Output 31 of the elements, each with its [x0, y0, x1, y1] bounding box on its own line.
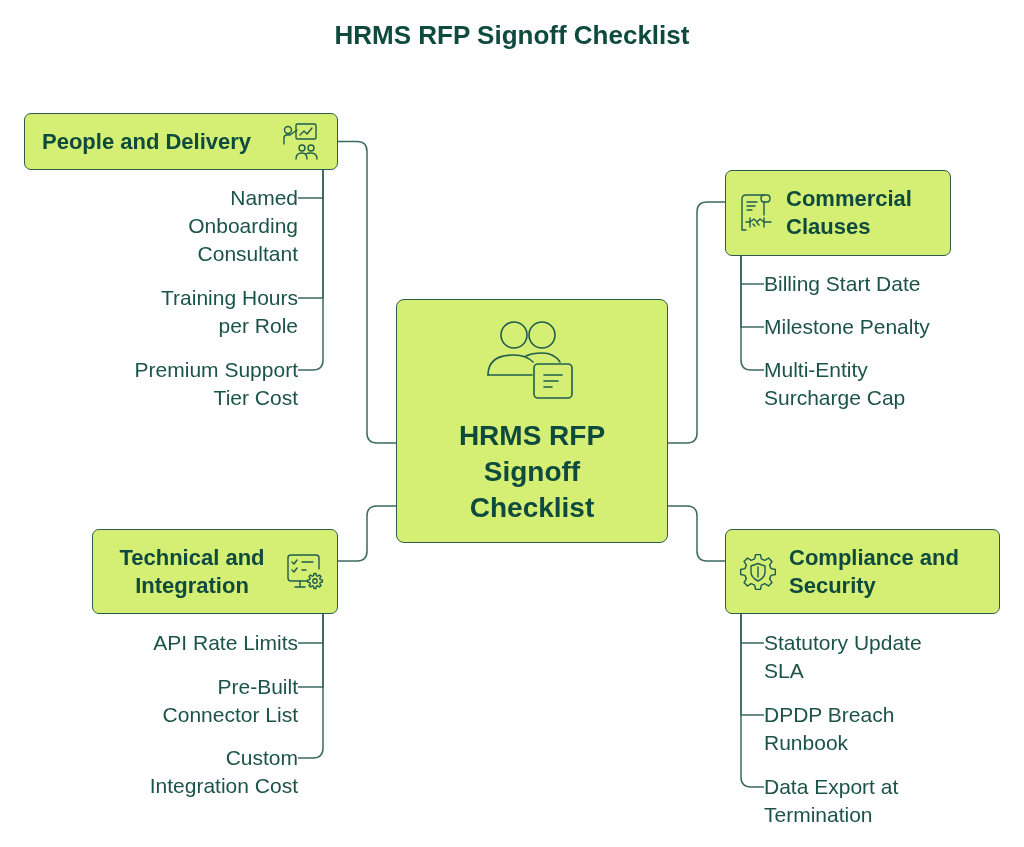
category-title: Technical and Integration [118, 543, 266, 600]
category-box [24, 113, 338, 170]
checklist-item: Pre-Built Connector List [138, 673, 298, 729]
central-topic-title: HRMS RFP Signoff Checklist [457, 419, 607, 525]
category-title: People and Delivery [42, 127, 252, 156]
connector-line [667, 201, 726, 444]
checklist-item: Multi-Entity Surcharge Cap [764, 356, 939, 412]
connector-line [740, 613, 765, 788]
connector-line [337, 505, 397, 562]
checklist-item: Named Onboarding Consultant [148, 184, 298, 268]
checklist-item: Premium Support Tier Cost [113, 356, 298, 412]
checklist-item: Billing Start Date [764, 270, 921, 298]
connector-line [740, 255, 765, 371]
category-box [725, 529, 1000, 614]
checklist-item: Data Export at Termination [764, 773, 929, 829]
checklist-item: Custom Integration Cost [133, 744, 298, 800]
category-box [725, 170, 951, 256]
central-topic-box [396, 299, 668, 543]
checklist-item: Training Hours per Role [138, 284, 298, 340]
category-title: Compliance and Security [789, 543, 960, 600]
category-title: Commercial Clauses [786, 185, 913, 241]
diagram-title: HRMS RFP Signoff Checklist [334, 19, 690, 52]
connector-line [667, 505, 726, 562]
checklist-item: Milestone Penalty [764, 313, 930, 341]
connector-line [337, 140, 397, 444]
checklist-item: Statutory Update SLA [764, 629, 944, 685]
connector-line [297, 613, 324, 759]
checklist-item: DPDP Breach Runbook [764, 701, 924, 757]
connector-line [297, 169, 324, 371]
category-box [92, 529, 338, 614]
checklist-item: API Rate Limits [153, 629, 298, 657]
